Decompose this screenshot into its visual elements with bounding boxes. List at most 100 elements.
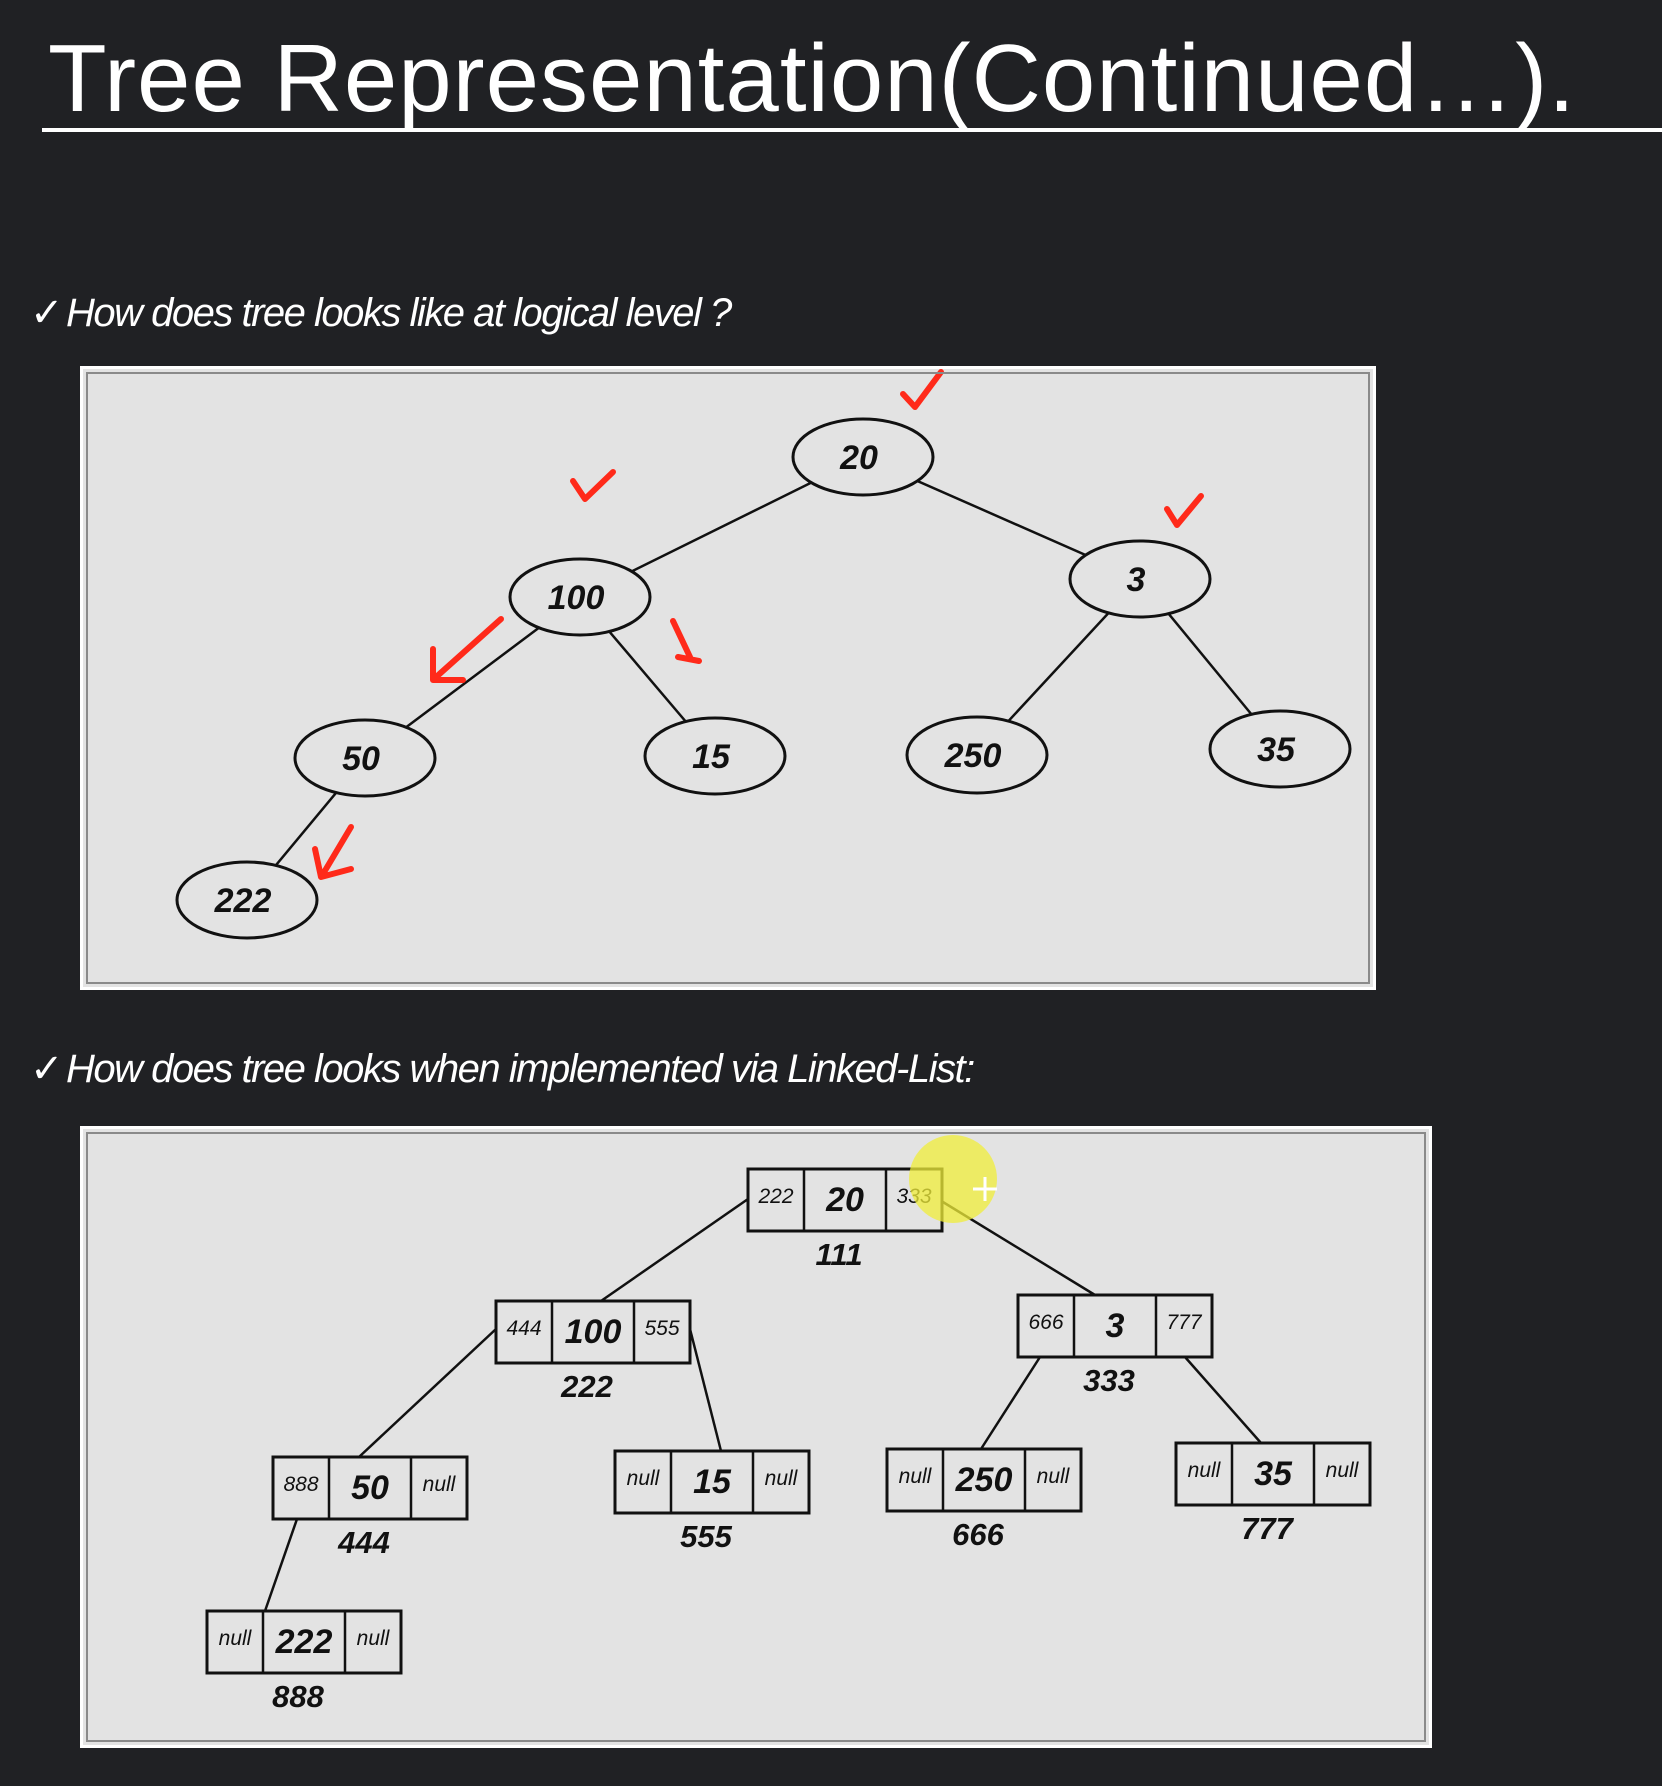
node-value: 15 <box>693 1463 732 1501</box>
linked-node-333: 666 3 777 333 <box>1016 1293 1214 1398</box>
node-value: 3 <box>1106 1307 1125 1345</box>
tree-node-20: 20 <box>791 417 935 497</box>
left-pointer: 888 <box>283 1473 318 1496</box>
tree-node-label: 35 <box>1257 731 1296 769</box>
bullet-logical-level: ✓How does tree looks like at logical lev… <box>30 290 732 336</box>
linked-edge <box>979 1356 1042 1450</box>
tree-node-250: 250 <box>905 715 1049 795</box>
check-icon: ✓ <box>30 1047 64 1091</box>
linked-node-box <box>613 1449 811 1515</box>
tree-node-label: 3 <box>1127 561 1146 599</box>
tree-node-35: 35 <box>1208 709 1352 789</box>
node-value: 250 <box>955 1461 1013 1499</box>
node-value: 222 <box>275 1623 333 1661</box>
linked-node-222: 444 100 555 222 <box>494 1299 692 1404</box>
bullet-linked-text: How does tree looks when implemented via… <box>66 1047 975 1091</box>
node-value: 35 <box>1254 1455 1293 1493</box>
tree-node-222: 222 <box>175 860 319 940</box>
tree-node-15: 15 <box>643 716 787 796</box>
tree-node-label: 20 <box>839 439 878 477</box>
right-pointer: null <box>765 1467 799 1490</box>
linked-node-555: null 15 null 555 <box>613 1449 811 1554</box>
right-pointer: null <box>423 1473 457 1496</box>
tree-node-ellipse <box>175 860 319 940</box>
tree-node-label: 222 <box>214 882 272 920</box>
cursor-highlight-circle <box>909 1135 997 1223</box>
red-check-icon <box>1164 493 1204 528</box>
linked-node-888: null 222 null 888 <box>205 1609 403 1714</box>
page-title: Tree Representation(Continued…). <box>48 25 1576 132</box>
tree-node-100: 100 <box>508 557 652 637</box>
node-value: 50 <box>351 1469 389 1507</box>
tree-node-label: 100 <box>548 579 605 617</box>
node-address: 333 <box>1083 1363 1135 1398</box>
node-address: 555 <box>680 1519 732 1554</box>
tree-node-ellipse <box>1068 539 1212 619</box>
left-pointer: 222 <box>757 1185 793 1208</box>
right-pointer: 555 <box>644 1317 679 1340</box>
bullet-linked-list: ✓How does tree looks when implemented vi… <box>30 1046 975 1092</box>
tree-node-ellipse <box>293 718 437 798</box>
left-pointer: null <box>1188 1459 1222 1482</box>
red-annotations <box>312 369 1204 880</box>
linked-node-444: 888 50 null 444 <box>271 1455 469 1560</box>
linked-edge <box>688 1328 723 1452</box>
tree-node-ellipse <box>1208 709 1352 789</box>
linked-node-box <box>1174 1441 1372 1507</box>
node-address: 111 <box>815 1237 862 1272</box>
linked-edge <box>1184 1356 1262 1444</box>
red-check-icon <box>670 618 702 664</box>
cursor-crosshair-icon <box>973 1177 997 1201</box>
linked-node-box <box>271 1455 469 1521</box>
tree-node-ellipse <box>643 716 787 796</box>
check-icon: ✓ <box>30 291 64 335</box>
left-pointer: 666 <box>1028 1311 1063 1334</box>
title-underline <box>42 128 1662 132</box>
red-check-icon <box>430 616 504 683</box>
linked-node-box <box>885 1447 1083 1513</box>
left-pointer: null <box>627 1467 661 1490</box>
tree-node-ellipse <box>791 417 935 497</box>
node-address: 444 <box>337 1525 390 1560</box>
logical-tree-panel: 20 100 3 50 15 250 35 222 <box>80 366 1376 990</box>
linked-node-box <box>205 1609 403 1675</box>
linked-node-box <box>494 1299 692 1365</box>
tree-node-ellipse <box>905 715 1049 795</box>
linked-edges <box>263 1197 1262 1612</box>
cursor-highlight <box>909 1135 997 1223</box>
linked-edge <box>600 1197 749 1303</box>
tree-node-label: 250 <box>944 737 1002 775</box>
left-pointer: 444 <box>506 1317 541 1340</box>
logical-edges <box>246 455 1281 901</box>
tree-node-3: 3 <box>1068 539 1212 619</box>
linked-node-777: null 35 null 777 <box>1174 1441 1372 1546</box>
right-pointer: null <box>1326 1459 1360 1482</box>
tree-node-label: 15 <box>692 738 731 776</box>
tree-node-label: 50 <box>342 740 380 778</box>
red-check-icon <box>570 469 616 502</box>
linked-tree-panel: 222 20 333 111 444 100 555 222 666 3 777 333 888 50 nu… <box>80 1126 1432 1748</box>
left-pointer: null <box>899 1465 933 1488</box>
linked-edge <box>263 1518 299 1612</box>
red-check-icon <box>312 824 354 880</box>
linked-tree-diagram: 222 20 333 111 444 100 555 222 666 3 777 333 888 50 nu… <box>205 1135 1372 1714</box>
right-pointer: 777 <box>1166 1311 1202 1334</box>
node-address: 888 <box>272 1679 324 1714</box>
node-address: 222 <box>560 1369 613 1404</box>
right-pointer: null <box>1037 1465 1071 1488</box>
left-pointer: null <box>219 1627 253 1650</box>
red-check-icon <box>900 369 944 410</box>
linked-node-111: 22220333111 <box>746 1167 944 1272</box>
linked-edge <box>358 1328 497 1458</box>
tree-node-ellipse <box>508 557 652 637</box>
tree-node-50: 50 <box>293 718 437 798</box>
bullet-logical-text: How does tree looks like at logical leve… <box>66 291 732 335</box>
linked-node-666: null 250 null 666 <box>885 1447 1083 1552</box>
node-value: 20 <box>825 1181 864 1219</box>
logical-tree-diagram: 20 100 3 50 15 250 35 222 <box>175 369 1352 940</box>
node-address: 777 <box>1241 1511 1294 1546</box>
right-pointer: null <box>357 1627 391 1650</box>
node-value: 100 <box>565 1313 622 1351</box>
linked-node-box <box>1016 1293 1214 1359</box>
node-address: 666 <box>952 1517 1004 1552</box>
